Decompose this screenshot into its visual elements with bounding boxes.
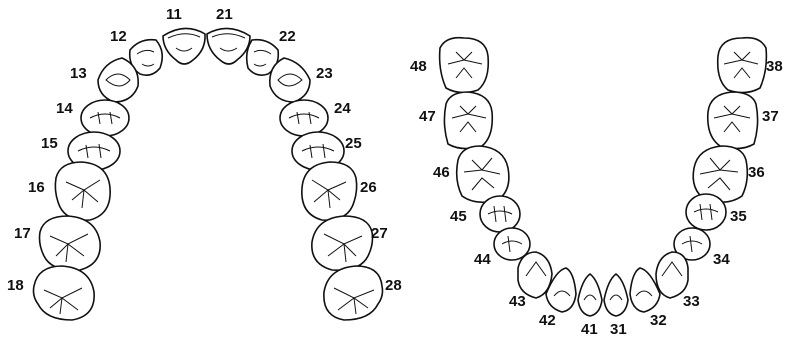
label-34: 34 <box>713 251 730 268</box>
tooth-45 <box>480 196 520 232</box>
lower-arch <box>440 38 767 316</box>
label-42: 42 <box>539 312 556 329</box>
label-31: 31 <box>610 321 627 338</box>
label-35: 35 <box>730 208 747 225</box>
tooth-26 <box>302 162 357 220</box>
tooth-37 <box>708 92 758 149</box>
tooth-47 <box>444 92 492 149</box>
tooth-13 <box>98 58 138 102</box>
label-43: 43 <box>509 293 526 310</box>
label-24: 24 <box>334 100 351 117</box>
tooth-23 <box>270 58 310 102</box>
label-14: 14 <box>56 100 73 117</box>
tooth-46 <box>457 146 509 202</box>
label-45: 45 <box>450 208 467 225</box>
label-47: 47 <box>419 108 436 125</box>
label-15: 15 <box>41 135 58 152</box>
label-12: 12 <box>110 28 127 45</box>
label-25: 25 <box>345 135 362 152</box>
label-23: 23 <box>316 65 333 82</box>
tooth-41 <box>578 274 602 316</box>
tooth-35 <box>686 194 726 230</box>
label-17: 17 <box>14 225 31 242</box>
tooth-31 <box>604 274 628 316</box>
tooth-18 <box>34 266 95 320</box>
label-21: 21 <box>216 6 233 23</box>
label-26: 26 <box>360 179 377 196</box>
label-22: 22 <box>279 28 296 45</box>
label-37: 37 <box>762 108 779 125</box>
label-33: 33 <box>683 293 700 310</box>
label-36: 36 <box>748 164 765 181</box>
label-44: 44 <box>474 251 491 268</box>
tooth-24 <box>280 100 328 136</box>
label-48: 48 <box>410 58 427 75</box>
label-18: 18 <box>7 277 24 294</box>
tooth-33 <box>656 252 688 298</box>
tooth-11 <box>163 28 205 64</box>
label-46: 46 <box>433 164 450 181</box>
label-13: 13 <box>70 65 87 82</box>
tooth-48 <box>440 38 489 93</box>
tooth-16 <box>55 162 110 220</box>
tooth-21 <box>207 28 250 64</box>
tooth-27 <box>312 216 373 270</box>
tooth-28 <box>324 266 383 320</box>
label-16: 16 <box>28 179 45 196</box>
label-28: 28 <box>385 277 402 294</box>
label-38: 38 <box>766 58 783 75</box>
tooth-14 <box>81 100 129 136</box>
label-32: 32 <box>650 312 667 329</box>
label-27: 27 <box>371 225 388 242</box>
label-41: 41 <box>581 321 598 338</box>
tooth-17 <box>40 216 101 270</box>
label-11: 11 <box>166 6 182 23</box>
tooth-38 <box>718 38 767 93</box>
